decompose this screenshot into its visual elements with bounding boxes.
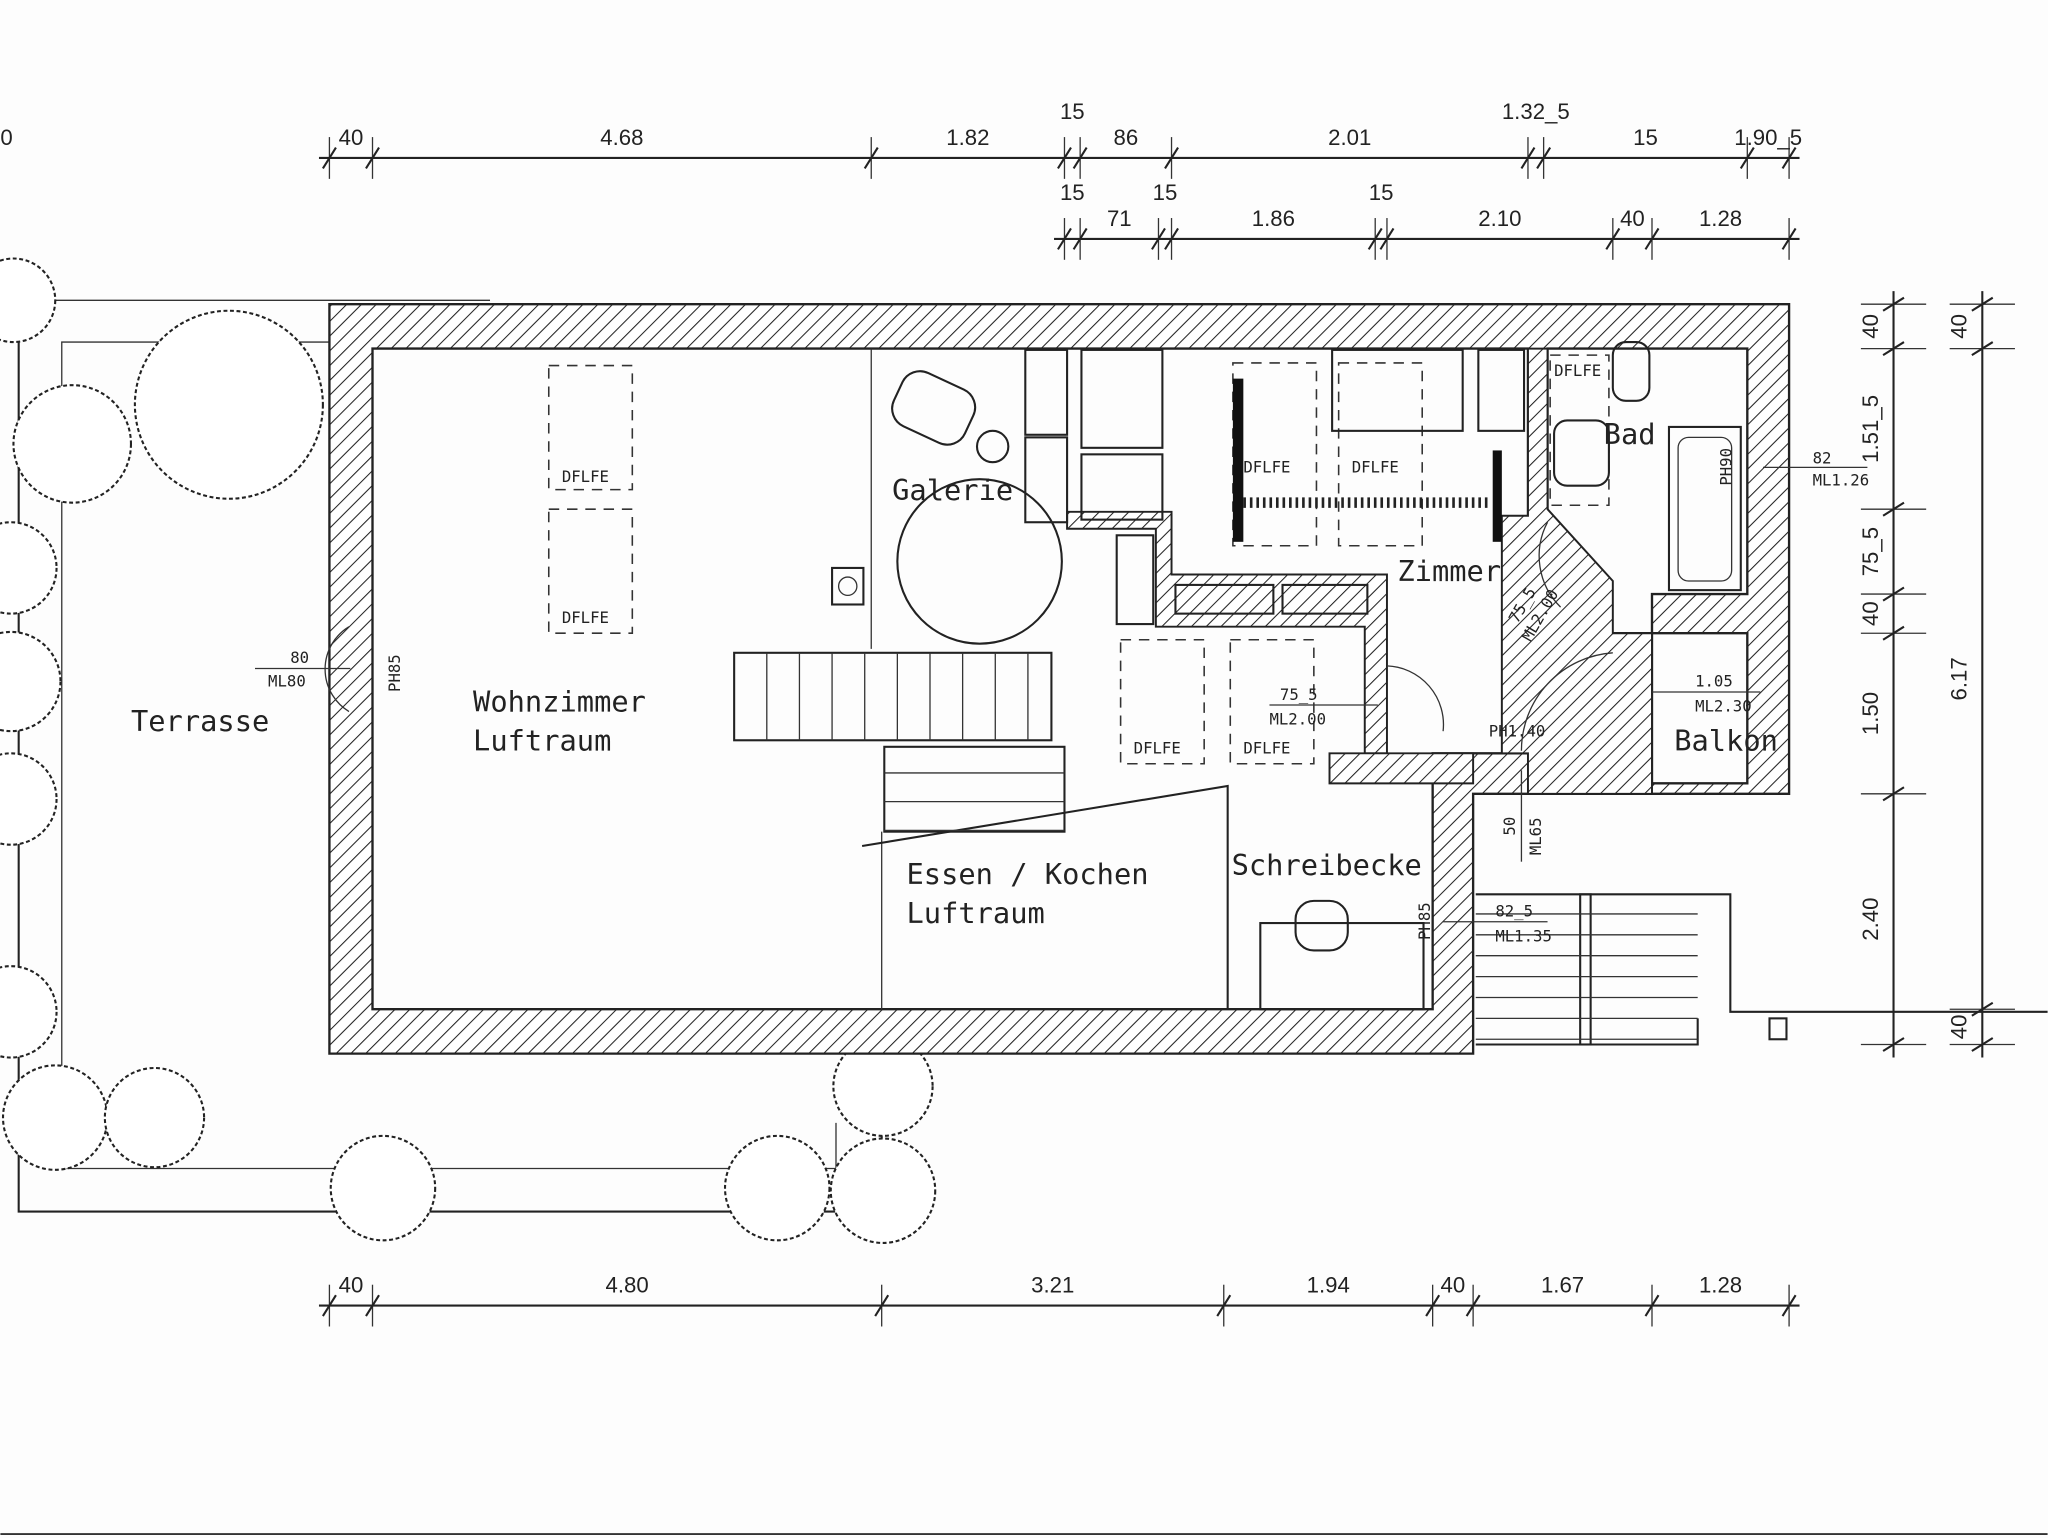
dimension-label: 40 [1947,314,1972,339]
chimney-icon [831,566,865,606]
dimension-label: 40 [339,1273,364,1298]
tree-icon [0,521,58,615]
room-schreibecke: Schreibecke [1232,848,1422,882]
tree-icon [103,1066,206,1169]
dimension-label: 1.90_5 [1734,125,1802,150]
tree-icon [12,384,133,504]
tree-icon [0,752,58,846]
dimension-label: 1.32_5 [1502,99,1570,124]
room-terrasse: Terrasse [131,704,269,738]
globe-icon [896,478,1063,645]
opening-ml: ML2.30 [1695,697,1752,716]
room-zimmer: Zimmer [1397,554,1501,588]
dimension-label: 1.50 [1858,692,1883,735]
skylight-label: DFLFE [1134,738,1181,757]
tree-icon [723,1134,831,1242]
opening-ph: PH1.40 [1489,721,1546,740]
room-essen: Essen / Kochen [906,857,1148,891]
opening-width: 82_5 [1495,902,1533,921]
dimension-label: 15 [1633,125,1658,150]
opening-width: 50 [1500,817,1519,836]
dimension-label: 40 [1947,1015,1972,1040]
dimension-label: 2.10 [1478,206,1521,231]
interior-walls [861,347,1653,1010]
dimension-label: 40 [1620,206,1645,231]
dimension-label: 2.01 [1328,125,1371,150]
tree-icon [832,1035,934,1137]
skylight-label: DFLFE [562,467,609,486]
dimension-label: 1.94 [1307,1273,1350,1298]
room-balkon: Balkon [1674,724,1778,758]
skylight-label: DFLFE [1554,361,1601,380]
bed-icon [1331,348,1464,432]
dimension-label: 6.17 [1947,657,1972,700]
opening-width: 1.05 [1695,672,1733,691]
opening-ml: ML80 [268,672,306,691]
opening-ph: PH85 [385,654,404,692]
dimension-label: 40 [0,125,13,150]
room-wohnzimmer: Wohnzimmer [473,685,646,719]
skylights: DFLFE DFLFE DFLFE DFLFE DFLFE DFLFE DFLF… [547,354,1610,765]
armchair-icon [891,370,977,446]
sink-icon [1553,419,1610,487]
dimension-label: 4.68 [600,125,643,150]
dimension-label: 40 [1858,314,1883,339]
opening-width: 82 [1813,448,1832,467]
dimension-label: 1.28 [1699,1273,1742,1298]
opening-ph: PH85 [1415,902,1434,940]
dimension-label: 2.40 [1858,898,1883,941]
opening-ml: ML1.26 [1813,471,1870,490]
dimension-label: 40 [1858,601,1883,626]
tree-icon [1,1064,109,1171]
trees [0,257,937,1244]
wardrobe-icon [1024,348,1069,436]
skylight-label: DFLFE [562,608,609,627]
dimension-label: 15 [1153,180,1178,205]
tree-icon [0,965,58,1059]
bathtub-icon [1667,425,1742,592]
room-galerie: Galerie [892,473,1013,507]
room-wohnzimmer-sub: Luftraum [473,724,611,758]
tree-icon [829,1137,937,1244]
tree-icon [133,309,324,500]
dimension-label: 1.82 [946,125,989,150]
dimension-label: 71 [1107,206,1132,231]
skylight-label: DFLFE [1352,458,1399,477]
skylight-label: DFLFE [1243,738,1290,757]
tree-icon [0,630,62,733]
tree-icon [0,257,57,344]
opening-ph: PH90 [1717,448,1736,486]
dimension-label: 15 [1060,99,1085,124]
dimension-label: 1.28 [1699,206,1742,231]
opening-ml: ML1.35 [1495,926,1552,945]
opening-width: 80 [290,648,309,667]
opening-notes: 80 ML80 PH85 75_5 ML2.00 75_5 ML2.00 82 … [254,448,1870,945]
opening-ml: ML2.00 [1269,710,1326,729]
dimension-label: 1.51_5 [1858,395,1883,463]
dimension-label: 75_5 [1858,527,1883,576]
dimension-label: 3.21 [1031,1273,1074,1298]
dimension-label: 1.86 [1252,206,1295,231]
staircase [733,651,2048,1046]
dimension-label: 15 [1369,180,1394,205]
skylight-label: DFLFE [1243,458,1290,477]
dimension-label: 1.67 [1541,1273,1584,1298]
tree-icon [329,1134,437,1242]
room-essen-sub: Luftraum [906,896,1044,930]
furniture [831,341,1788,1041]
room-labels: Terrasse Wohnzimmer Luftraum Galerie Zim… [131,417,1778,930]
desk-icon [1259,922,1425,1011]
dimension-label: 4.80 [606,1273,649,1298]
dimension-label: 40 [339,125,364,150]
toilet-icon [1611,341,1651,402]
room-bad: Bad [1604,417,1656,451]
opening-width: 75_5 [1280,685,1318,704]
dimension-label: 86 [1113,125,1138,150]
dimension-label: 15 [1060,180,1085,205]
opening-ml: ML65 [1526,817,1545,855]
dimension-label: 40 [1441,1273,1466,1298]
dimension-lines: 40 4.68 1.82 15 86 2.01 1.32_5 15 1.90_5 40 15 71 15… [0,99,2015,1327]
